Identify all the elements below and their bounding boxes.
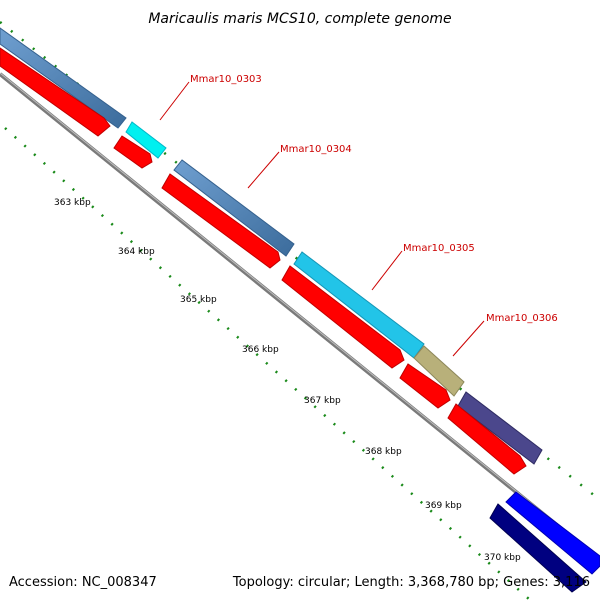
gene-reverse-4[interactable] bbox=[281, 265, 405, 369]
tick-label: 366 kbp bbox=[242, 345, 279, 355]
topology-text: Topology: circular; Length: 3,368,780 bp… bbox=[232, 575, 590, 590]
tick-label: 370 kbp bbox=[484, 553, 521, 563]
tick-label: 368 kbp bbox=[365, 447, 402, 457]
tick-label: 367 kbp bbox=[304, 396, 341, 406]
gene-navy[interactable] bbox=[489, 503, 587, 593]
gene-forward-1[interactable] bbox=[0, 27, 127, 129]
gene-olive[interactable] bbox=[413, 345, 465, 397]
gene-label-0306: Mmar10_0306 bbox=[486, 313, 558, 324]
callout-line-0304 bbox=[247, 151, 280, 189]
callout-line-0303 bbox=[159, 81, 190, 121]
inner-tick-track bbox=[4, 127, 531, 600]
tick-label: 369 kbp bbox=[425, 501, 462, 511]
gene-blue[interactable] bbox=[505, 491, 600, 575]
gene-label-0304: Mmar10_0304 bbox=[280, 144, 352, 155]
gene-reverse-1[interactable] bbox=[0, 47, 111, 137]
gene-reverse-5[interactable] bbox=[399, 363, 451, 409]
map-title: Maricaulis maris MCS10, complete genome bbox=[148, 11, 451, 27]
gene-mmar10-0306[interactable] bbox=[457, 391, 543, 465]
tick-label: 365 kbp bbox=[180, 295, 217, 305]
gene-label-0303: Mmar10_0303 bbox=[190, 74, 262, 85]
callout-line-0306 bbox=[452, 320, 485, 357]
gene-reverse-3[interactable] bbox=[161, 173, 281, 269]
callout-line-0305 bbox=[371, 250, 403, 291]
gene-mmar10-0304[interactable] bbox=[173, 159, 295, 257]
tick-label: 364 kbp bbox=[118, 247, 155, 257]
accession-text: Accession: NC_008347 bbox=[9, 575, 157, 590]
gene-mmar10-0303[interactable] bbox=[125, 121, 167, 159]
genome-backbone bbox=[0, 72, 600, 562]
gene-reverse-6[interactable] bbox=[447, 403, 527, 475]
gene-reverse-2[interactable] bbox=[113, 135, 153, 169]
gene-label-0305: Mmar10_0305 bbox=[403, 243, 475, 254]
tick-label: 363 kbp bbox=[54, 198, 91, 208]
